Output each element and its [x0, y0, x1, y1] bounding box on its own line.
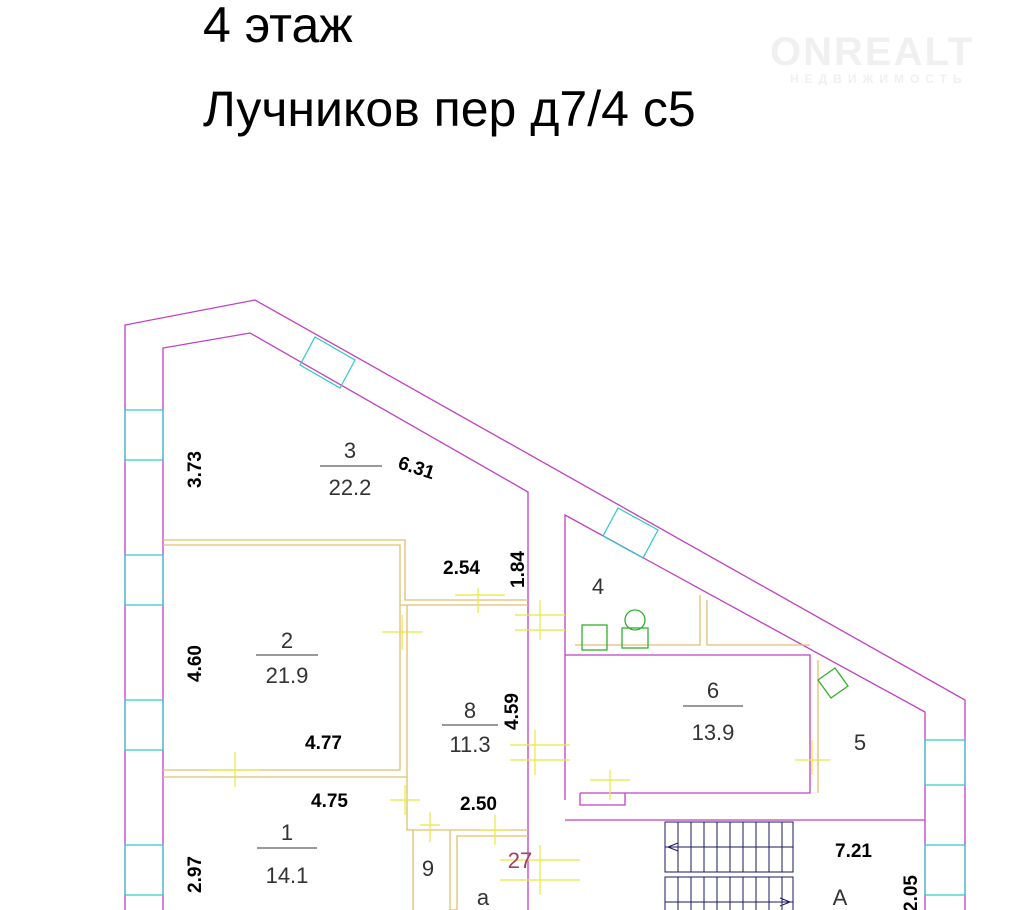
toilet-tank-icon	[621, 627, 649, 649]
dimension-label: 4.77	[305, 733, 342, 754]
dimension-label: 4.60	[185, 645, 206, 682]
doors	[210, 588, 830, 895]
dimension-label: 2.54	[443, 558, 480, 579]
dimension-label: 2.97	[185, 856, 206, 893]
windows	[124, 336, 966, 896]
dimension-label: 4.75	[311, 791, 348, 812]
room-9a-label: a	[477, 885, 490, 910]
window	[602, 507, 659, 559]
room-3-number: 3	[344, 438, 356, 463]
address-title: Лучников пер д7/4 с5	[203, 81, 696, 137]
dimension-labels: 3.73 6.31 2.54 1.84 4.60 4.77 4.59 4.75 …	[185, 451, 922, 910]
room-8-area: 11.3	[449, 732, 490, 757]
window	[924, 844, 966, 896]
sink-icon	[581, 624, 608, 651]
room-8-number: 8	[464, 698, 476, 723]
stairs	[664, 821, 794, 910]
window	[124, 844, 164, 896]
outer-walls	[124, 299, 966, 910]
fixtures	[581, 609, 849, 699]
door-markers	[210, 588, 830, 895]
dimension-label: 7.21	[835, 841, 872, 862]
dimension-label: 1.84	[508, 551, 529, 588]
window	[299, 336, 356, 389]
window	[124, 409, 164, 461]
sink-icon	[817, 667, 849, 699]
window	[124, 699, 164, 751]
room-4-number: 4	[592, 574, 604, 599]
room-9-number: 9	[422, 856, 434, 881]
room-2-area: 21.9	[266, 663, 309, 688]
room-a-label: A	[833, 885, 848, 910]
dimension-label: 6.31	[395, 453, 437, 485]
room-27-number: 27	[508, 848, 532, 873]
floor-title: 4 этаж	[203, 0, 353, 53]
window	[924, 739, 966, 786]
room-3-area: 22.2	[329, 475, 372, 500]
room-6-area: 13.9	[692, 720, 735, 745]
room-1-area: 14.1	[266, 863, 309, 888]
room-1-number: 1	[281, 820, 293, 845]
watermark-logo: ONREALT	[770, 30, 975, 74]
room-2-number: 2	[281, 628, 293, 653]
dimension-label: 4.59	[502, 693, 523, 730]
room-5-number: 5	[854, 730, 866, 755]
room-6-number: 6	[707, 678, 719, 703]
room-labels: 3 22.2 2 21.9 8 11.3 1 14.1 6 13.9 4 5 9…	[256, 438, 866, 910]
watermark-tagline: НЕДВИЖИМОСТЬ	[790, 72, 968, 86]
window	[124, 554, 164, 606]
dimension-label: 3.73	[185, 451, 206, 488]
dimension-label: 2.50	[460, 794, 497, 815]
toilet-icon	[624, 609, 646, 631]
dimension-label: 2.05	[901, 875, 922, 910]
